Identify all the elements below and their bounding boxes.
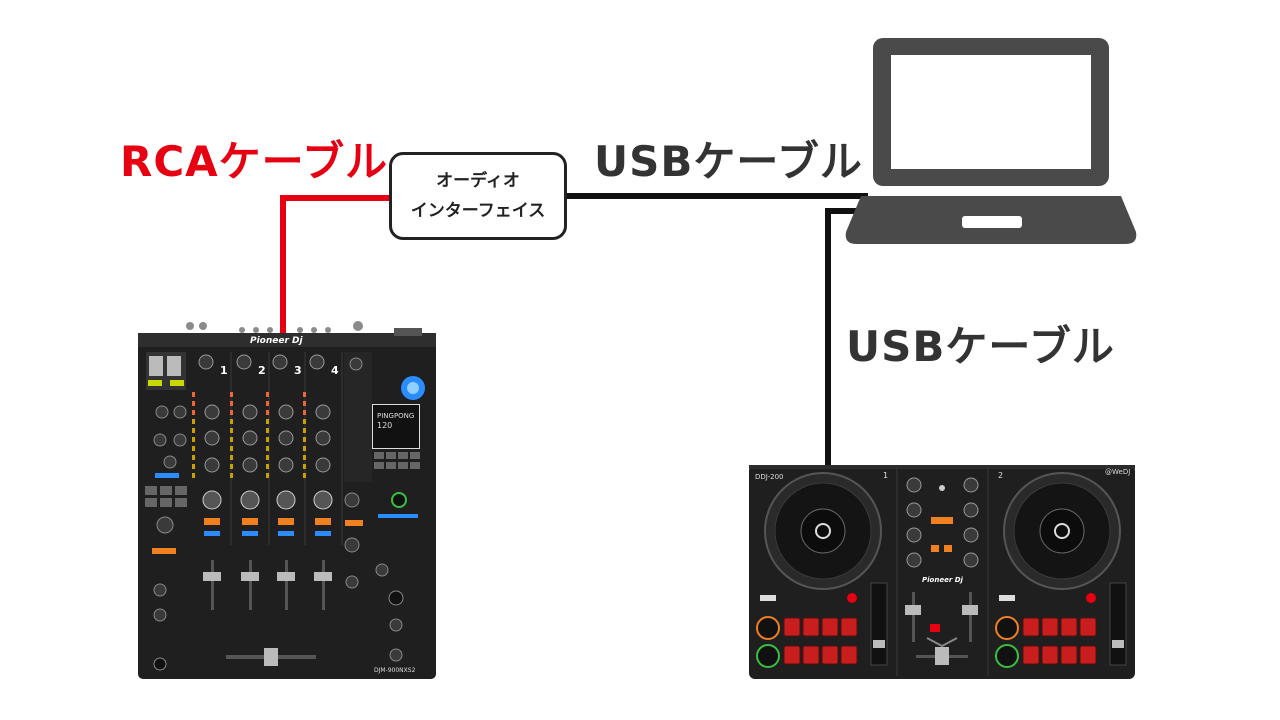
performance-pad — [840, 617, 858, 637]
mixer-brand: Pioneer Dj — [250, 336, 304, 346]
performance-pad — [1079, 617, 1097, 637]
controller-brand: Pioneer Dj — [922, 576, 964, 584]
usb-cable-right-label: USBケーブル — [846, 322, 1115, 371]
performance-pad — [1022, 617, 1040, 637]
audio-interface-box: オーディオ インターフェイス — [389, 152, 567, 240]
performance-pad — [1060, 645, 1078, 665]
performance-pad — [802, 617, 820, 637]
performance-pad — [1060, 617, 1078, 637]
mixer-model: DJM-900NXS2 — [374, 667, 416, 674]
mixer-channel-strip: 4 — [303, 352, 343, 610]
performance-pad — [821, 645, 839, 665]
performance-pad — [1041, 617, 1059, 637]
mixer-screen-bpm: 120 — [377, 421, 392, 430]
performance-pad — [840, 645, 858, 665]
mixer-channel-number: 1 — [220, 364, 228, 377]
rca-cable-label: RCAケーブル — [120, 137, 389, 186]
audio-interface-line2: インターフェイス — [410, 201, 546, 221]
mixer-channel-strip: 2 — [230, 352, 270, 610]
mixer-channel-number: 2 — [258, 364, 266, 377]
jog-wheel — [1003, 472, 1121, 590]
mixer-channel-strip: 3 — [266, 352, 306, 610]
laptop-icon — [845, 38, 1137, 244]
performance-pad — [821, 617, 839, 637]
audio-interface-line1: オーディオ — [436, 171, 520, 191]
controller-brand-right: @WeDJ — [1105, 468, 1130, 476]
performance-pad — [783, 617, 801, 637]
performance-pad — [1041, 645, 1059, 665]
mixer-channel-number: 3 — [294, 364, 302, 377]
mixer-channel-number: 4 — [331, 364, 339, 377]
controller-deck-right: 2 — [998, 471, 1003, 480]
mixer-channel-strip: 1 — [192, 352, 232, 610]
performance-pad — [802, 645, 820, 665]
mixer-screen-title: PINGPONG — [377, 412, 414, 420]
usb-cable-top-label: USBケーブル — [594, 137, 863, 186]
dj-controller: DDJ-200 1 2 @WeDJ Pioneer Dj — [749, 465, 1135, 679]
rca-cable-line — [280, 195, 389, 333]
performance-pad — [783, 645, 801, 665]
dj-mixer: 1 2 3 4 PINGPONG 120 Pioneer Dj DJM-900NXS2 — [138, 321, 436, 679]
jog-wheel — [764, 472, 882, 590]
usb-cable-right-line — [825, 208, 858, 468]
performance-pad — [1079, 645, 1097, 665]
controller-model: DDJ-200 — [755, 473, 783, 481]
performance-pad — [1022, 645, 1040, 665]
controller-deck-left: 1 — [883, 471, 888, 480]
